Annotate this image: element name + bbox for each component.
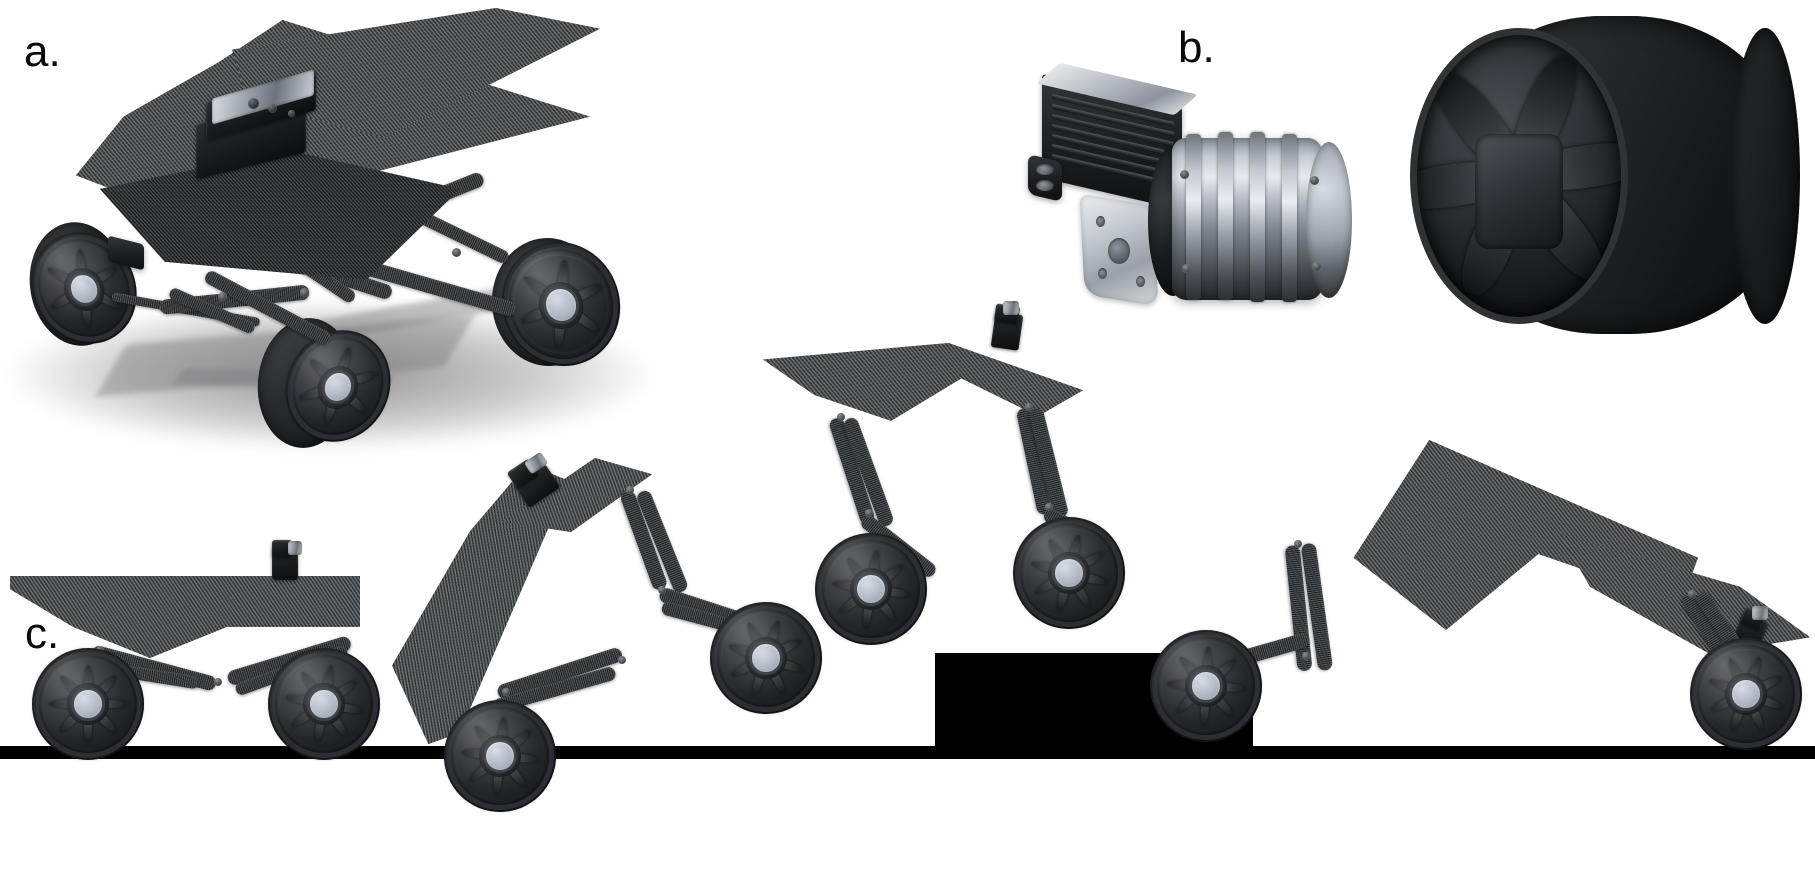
pose-flat-ground-nominal [0, 530, 400, 760]
drive-wheel-left [1150, 630, 1262, 742]
drive-wheel-rear [32, 648, 144, 760]
motor-controller-mount-tab [1028, 154, 1062, 202]
linkage-pin [658, 586, 666, 594]
wheel-hub-cap [542, 286, 580, 324]
linkage-pin [1302, 652, 1310, 660]
drive-wheel-right [1690, 638, 1802, 750]
linkage-pin [865, 509, 873, 517]
wheel-rim [1692, 640, 1800, 748]
gearbox-band [1282, 134, 1297, 302]
linkage-pin [502, 688, 510, 696]
linkage-pin [1688, 590, 1696, 598]
linkage-pin [218, 292, 227, 301]
camera-lens-right [268, 104, 277, 113]
wheel-rim [1152, 632, 1260, 740]
panel-label-c: c. [25, 609, 60, 658]
chassis-plate [10, 576, 360, 658]
wheel-barrel-right-edge [1730, 28, 1800, 324]
linkage-pin [1294, 540, 1302, 548]
bracket-bolt-hole [1098, 268, 1107, 279]
wheel-hub-cap [483, 739, 517, 773]
wheel-rim-lip [1410, 28, 1628, 324]
chassis-plate-tail [1560, 534, 1810, 654]
linkage-pin [1045, 503, 1053, 511]
wheel-rim [446, 702, 554, 810]
camera-lens-left [248, 98, 259, 109]
wheel-rim [1015, 519, 1123, 627]
panel-label-b: b. [1178, 23, 1215, 72]
wheel-hub-cap [307, 687, 341, 721]
stereo-depth-camera-lens-bar [1003, 301, 1019, 315]
pose-front-leg-raised [360, 450, 830, 812]
wheel-rim [270, 650, 378, 758]
drive-wheel-right [1013, 517, 1125, 629]
panel-b-drive-module-exploded [1020, 10, 1815, 360]
motor-bolt [1310, 176, 1319, 185]
wheel-hub-cap [1189, 669, 1223, 703]
panel-c-obstacle-traverse-sequence [0, 301, 1815, 893]
linkage-pin [452, 248, 461, 257]
gearbox-band [1218, 132, 1233, 300]
linkage-pin [1025, 403, 1033, 411]
bracket-bolt-hole [1096, 216, 1105, 227]
linkage-pin [837, 413, 845, 421]
mount-tab-hole [1036, 180, 1054, 191]
hub-wheel-exploded [1380, 16, 1800, 336]
bracket-center-hole [1108, 238, 1130, 264]
stereo-depth-camera-body [272, 540, 292, 558]
stereo-depth-camera-lens-bar [288, 541, 302, 555]
pose-descending-recovered [1130, 430, 1815, 760]
drive-wheel-rear [444, 700, 556, 812]
pose-chassis-inverted-peak [745, 295, 1165, 645]
wheel-rim [817, 535, 925, 643]
panel-label-a: a. [24, 27, 61, 76]
bracket-bolt-hole [1136, 276, 1145, 287]
gearbox-band [1250, 132, 1265, 302]
linkage-pin [618, 656, 626, 664]
wheel-hub-cap [854, 572, 888, 606]
wheel-rim [712, 604, 820, 712]
linkage-pin [626, 486, 634, 494]
wheel-hub-cap [1729, 677, 1763, 711]
motor-bolt [1180, 170, 1189, 179]
wheel-hub-cap [1052, 556, 1086, 590]
mount-tab-hole [1036, 164, 1054, 175]
motor-bolt [1312, 262, 1321, 271]
motor-bolt [1182, 264, 1191, 273]
wheel-rim [34, 650, 142, 758]
motor-output-endcap [1306, 142, 1352, 298]
linkage-pin [300, 288, 309, 297]
linkage-pin [214, 678, 222, 686]
wheel-hub-cap [749, 641, 783, 675]
drive-wheel-left [815, 533, 927, 645]
camera-ir-emitter [288, 110, 295, 117]
gearbox-band [1186, 134, 1201, 300]
wheel-hub-cap [71, 687, 105, 721]
stereo-depth-camera-lens-bar [1752, 606, 1768, 620]
